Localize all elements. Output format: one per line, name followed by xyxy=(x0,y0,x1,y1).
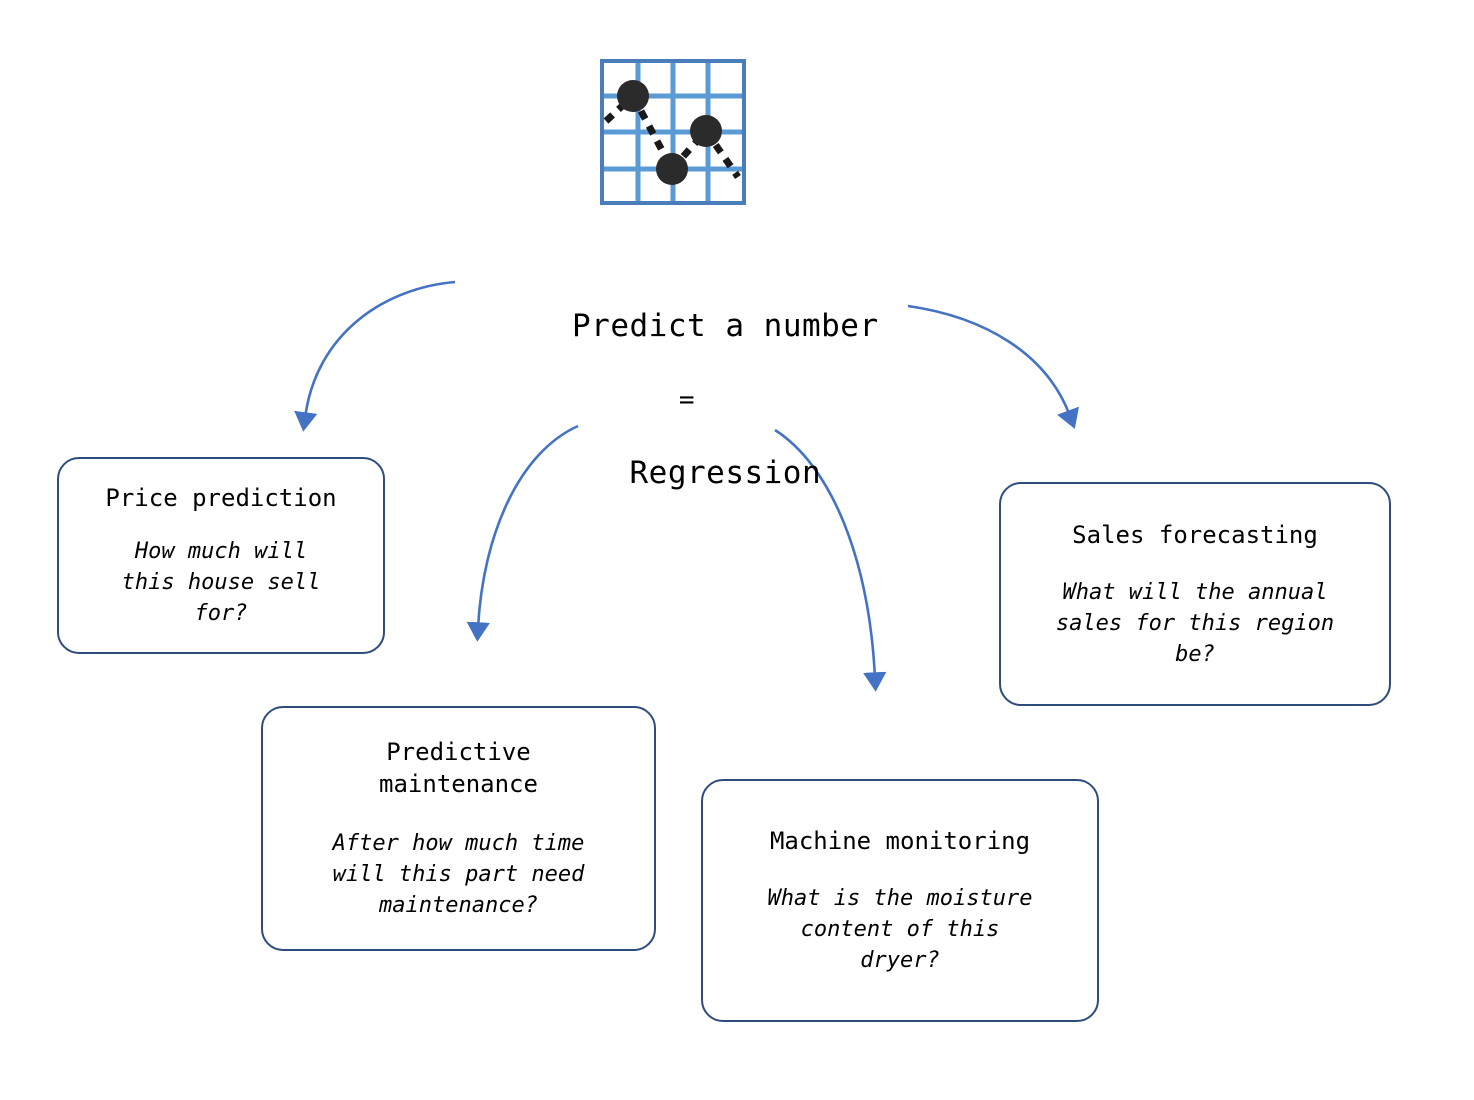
node-title-price-prediction: Price prediction xyxy=(105,484,337,512)
center-title: Predict a number = Regression xyxy=(437,268,937,532)
node-box-sales-forecasting[interactable]: Sales forecasting What will the annual s… xyxy=(999,482,1391,706)
node-box-price-prediction[interactable]: Price prediction How much will this hous… xyxy=(57,457,385,654)
node-box-machine-monitoring[interactable]: Machine monitoring What is the moisture … xyxy=(701,779,1099,1022)
node-title-predictive-maintenance: Predictive maintenance xyxy=(379,738,538,798)
node-question-predictive-maintenance: After how much time will this part need … xyxy=(332,831,585,918)
center-title-line1: Predict a number xyxy=(572,308,879,344)
arrow-to-price-prediction xyxy=(294,280,456,432)
regression-scatter-grid-icon xyxy=(600,59,746,205)
node-title-sales-forecasting: Sales forecasting xyxy=(1072,520,1318,549)
node-question-price-prediction: How much will this house sell for? xyxy=(121,539,321,626)
node-question-sales-forecasting: What will the annual sales for this regi… xyxy=(1055,579,1335,667)
node-box-predictive-maintenance[interactable]: Predictive maintenance After how much ti… xyxy=(261,706,656,951)
center-title-equals: = xyxy=(678,385,696,415)
node-question-machine-monitoring: What is the moisture content of this dry… xyxy=(767,886,1033,973)
node-title-machine-monitoring: Machine monitoring xyxy=(769,827,1031,855)
center-title-line2: Regression xyxy=(629,455,822,491)
